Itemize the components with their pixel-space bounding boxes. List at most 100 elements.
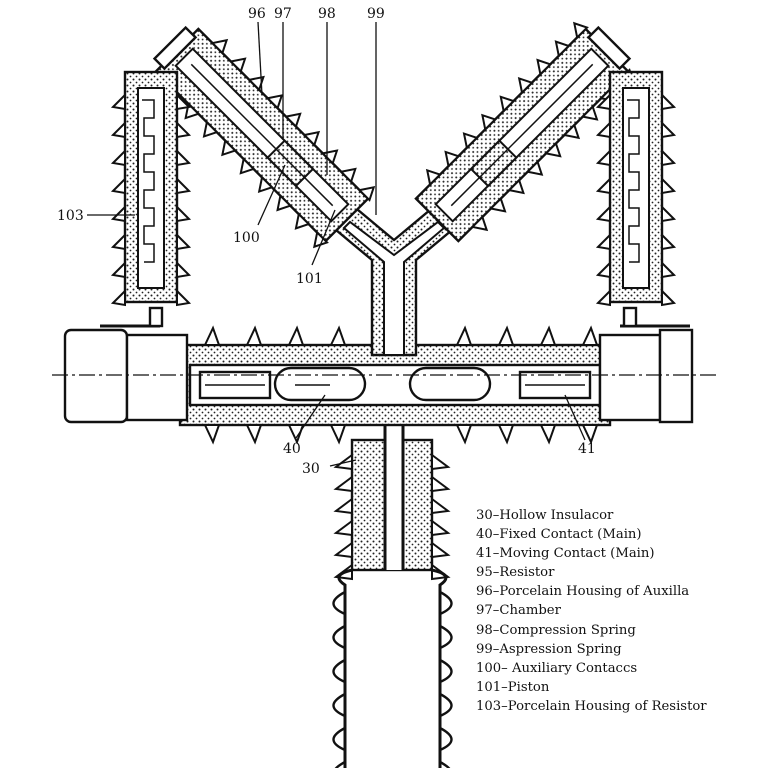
insulator-shed	[499, 95, 516, 113]
insulator-shed	[497, 325, 515, 346]
legend-item: 96–Porcelain Housing of Auxilla	[476, 584, 690, 600]
insulator-shed	[536, 58, 553, 77]
insulator-shed	[661, 176, 677, 195]
insulator-shed	[333, 541, 353, 559]
insulator-shed	[320, 149, 339, 166]
y-junction	[328, 203, 460, 357]
insulator-shed	[176, 92, 192, 111]
callout-101: 101	[296, 271, 323, 287]
insulator-shed	[329, 424, 347, 445]
legend-item: 100– Auxiliary Contaccs	[476, 660, 638, 676]
callout-98: 98	[318, 6, 336, 22]
insulator-shed	[245, 424, 263, 445]
insulator-shed	[661, 92, 677, 111]
insulator-shed	[110, 288, 126, 307]
insulator-shed	[595, 92, 611, 111]
insulator-shed	[661, 232, 677, 251]
insulator-shed	[470, 215, 489, 232]
legend-item: 40–Fixed Contact (Main)	[476, 527, 642, 543]
insulator-shed	[525, 160, 544, 176]
callout-103: 103	[57, 208, 84, 224]
legend-item: 30–Hollow Insulacor	[476, 508, 614, 523]
insulator-shed	[332, 692, 453, 718]
insulator-shed	[507, 178, 525, 195]
callout-97: 97	[274, 6, 292, 22]
insulator-shed	[431, 475, 451, 493]
insulator-shed	[431, 541, 451, 559]
leader-lines	[87, 21, 586, 467]
insulator-shed	[562, 123, 581, 140]
insulator-shed	[425, 168, 442, 187]
insulator-shed	[595, 204, 611, 223]
insulator-shed	[110, 92, 126, 111]
insulator-shed	[110, 232, 126, 251]
insulator-shed	[203, 325, 221, 346]
insulator-shed	[333, 497, 353, 515]
callout-99: 99	[367, 6, 385, 22]
insulator-shed	[276, 193, 293, 212]
callout-100: 100	[233, 230, 260, 246]
insulator-shed	[539, 325, 557, 346]
insulator-shed	[176, 148, 192, 167]
insulator-shed	[595, 288, 611, 307]
insulator-shed	[257, 175, 274, 194]
insulator-shed	[339, 167, 357, 184]
insulator-shed	[284, 112, 302, 129]
insulator-shed	[431, 453, 451, 471]
insulator-shed	[176, 204, 192, 223]
insulator-shed	[202, 120, 219, 138]
legend-item: 95–Resistor	[476, 565, 555, 581]
insulator-shed	[176, 120, 192, 139]
insulator-shed	[595, 260, 611, 279]
insulator-shed	[462, 132, 479, 150]
insulator-shed	[176, 232, 192, 251]
insulator-shed	[455, 325, 473, 346]
insulator-shed	[239, 157, 256, 175]
left-end-cap	[63, 306, 189, 424]
insulator-shed	[431, 519, 451, 537]
insulator-shed	[661, 260, 677, 279]
insulator-shed	[287, 424, 305, 445]
insulator-shed	[595, 176, 611, 195]
insulator-shed	[333, 453, 353, 471]
insulator-shed	[110, 120, 126, 139]
insulator-shed	[332, 658, 453, 684]
callout-40: 40	[283, 441, 301, 457]
right-auxiliary-arm	[414, 21, 636, 243]
insulator-shed	[302, 130, 321, 147]
right-end-cap	[598, 306, 694, 424]
insulator-shed	[444, 150, 461, 169]
legend-item: 97–Chamber	[476, 603, 561, 619]
insulator-shed	[110, 204, 126, 223]
insulator-shed	[332, 726, 453, 752]
insulator-shed	[517, 76, 534, 95]
insulator-shed	[333, 475, 353, 493]
insulator-shed	[357, 186, 376, 202]
insulator-shed	[332, 590, 453, 616]
insulator-shed	[221, 138, 237, 157]
insulator-shed	[333, 519, 353, 537]
insulator-shed	[581, 424, 599, 445]
right-resistor-housing	[595, 70, 677, 307]
insulator-shed	[332, 624, 453, 650]
insulator-shed	[581, 325, 599, 346]
insulator-shed	[334, 760, 451, 768]
insulator-shed	[455, 424, 473, 445]
insulator-shed	[228, 57, 247, 74]
insulator-shed	[110, 176, 126, 195]
fixed-contact	[273, 366, 367, 402]
insulator-shed	[554, 40, 571, 58]
moving-contact	[408, 366, 492, 402]
insulator-shed	[210, 38, 229, 55]
insulator-shed	[573, 21, 589, 40]
insulator-shed	[294, 212, 311, 230]
insulator-shed	[661, 288, 677, 307]
insulator-shed	[580, 104, 599, 121]
legend: 30–Hollow Insulacor 40–Fixed Contact (Ma…	[476, 506, 707, 716]
legend-item: 101–Piston	[476, 679, 550, 695]
insulator-shed	[488, 196, 507, 213]
insulator-shed	[287, 325, 305, 346]
insulator-shed	[245, 325, 263, 346]
insulator-shed	[539, 424, 557, 445]
